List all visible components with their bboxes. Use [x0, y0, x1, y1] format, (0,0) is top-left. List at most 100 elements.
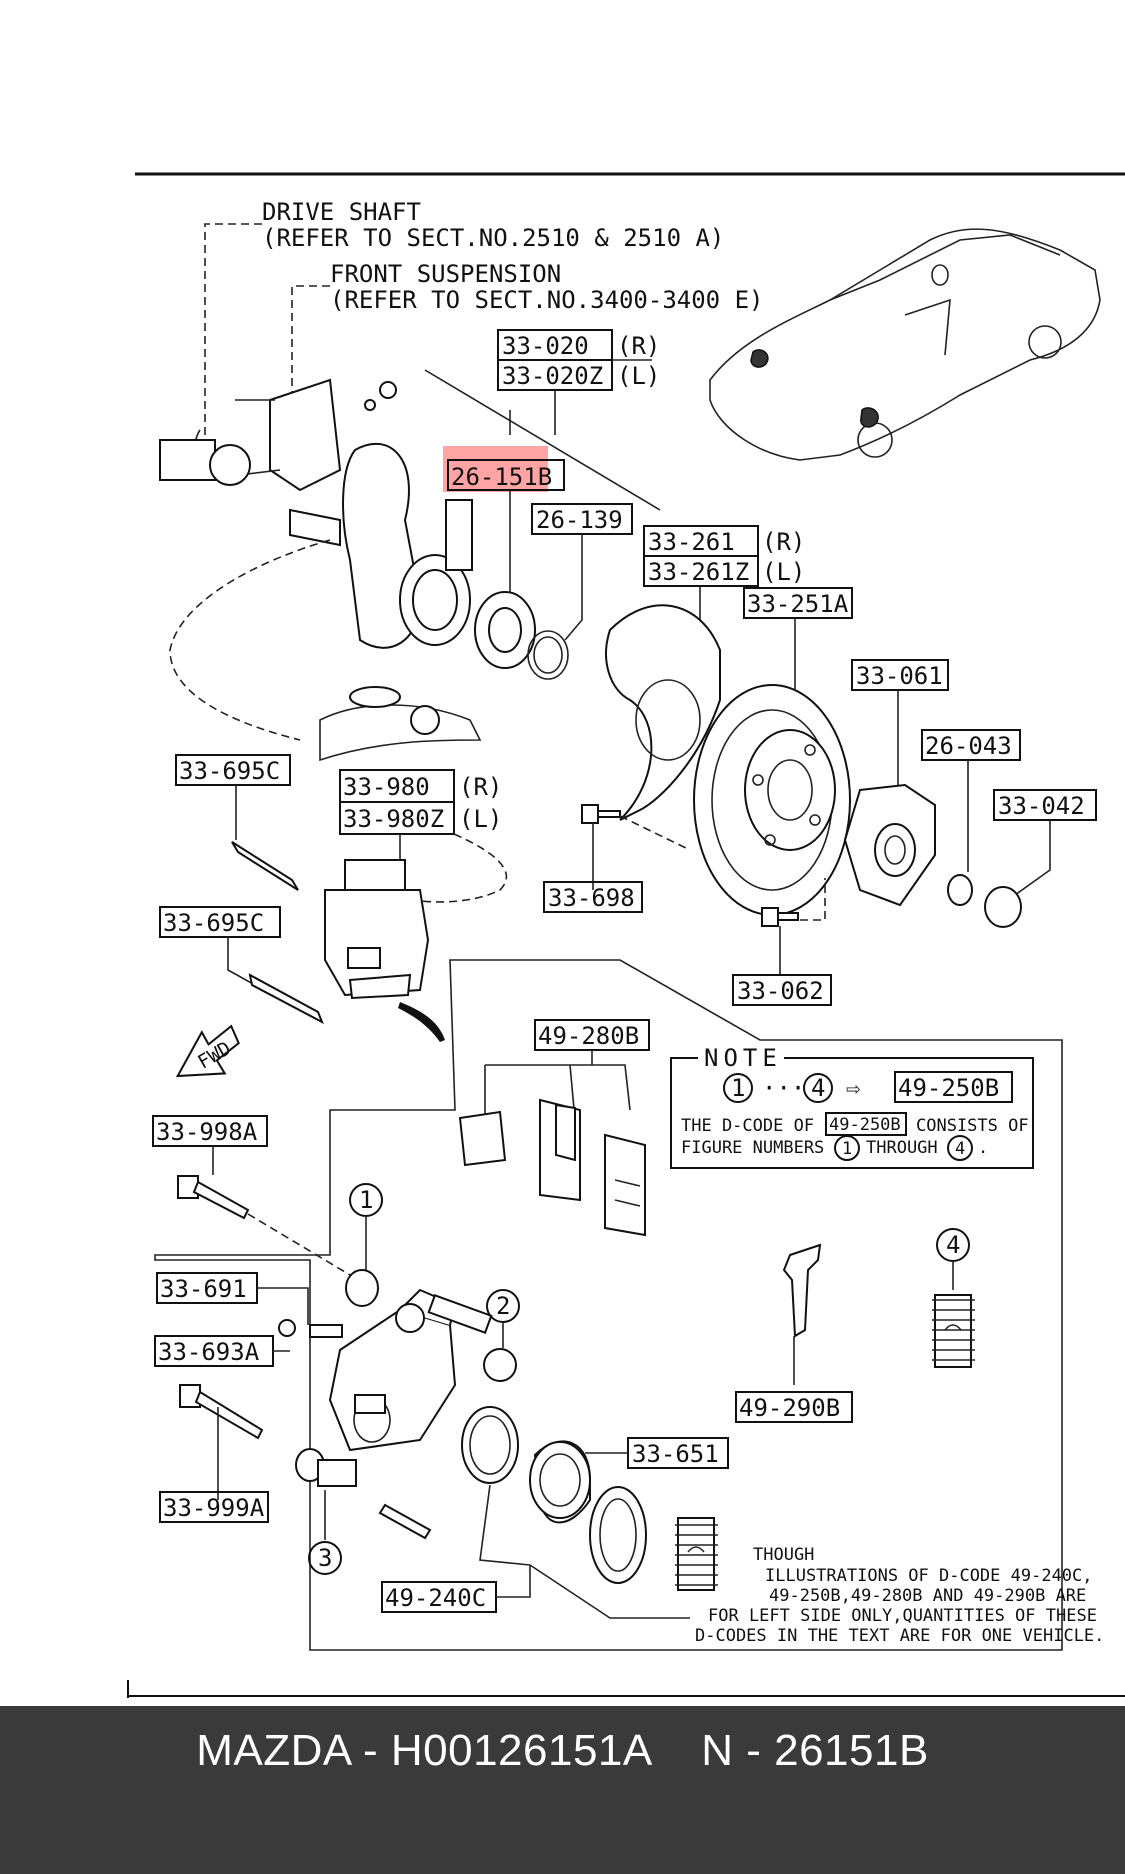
though-line3: 49-250B,49-280B AND 49-290B ARE [769, 1586, 1086, 1606]
though-note: THOUGH ILLUSTRATIONS OF D-CODE 49-240C, … [695, 1545, 1104, 1646]
sensor-wire-lower [248, 973, 324, 1025]
though-line5: D-CODES IN THE TEXT ARE FOR ONE VEHICLE. [695, 1626, 1104, 1646]
callout-box-33-698[interactable] [543, 881, 643, 913]
part-33-062: 33-062 [737, 977, 824, 1005]
callout-box-33-042[interactable] [993, 789, 1097, 821]
part-33-651: 33-651 [632, 1440, 719, 1468]
part-33-980z: 33-980Z [343, 805, 444, 833]
lower-arm [319, 686, 482, 762]
note-line1-a: THE D-CODE OF [681, 1116, 814, 1136]
footer-bar [0, 1706, 1125, 1874]
bushing-2 [483, 1348, 517, 1382]
fig-number-1: 1 [359, 1186, 373, 1214]
footer-part-number: MAZDA - H00126151A N - 26151B [196, 1726, 929, 1775]
though-line4: FOR LEFT SIDE ONLY,QUANTITIES OF THESE [708, 1606, 1097, 1626]
note-line2-end: . [978, 1138, 988, 1158]
drive-shaft-title: DRIVE SHAFT [262, 198, 421, 226]
part-33-261: 33-261 [648, 528, 735, 556]
caliper-section-boundary [154, 959, 1063, 1651]
part-33-020z: 33-020Z [502, 362, 603, 390]
guide-boot [295, 1448, 432, 1540]
part-33-695c-lower: 33-695C [163, 909, 264, 937]
brake-pads [458, 1098, 646, 1237]
part-26-139: 26-139 [536, 506, 623, 534]
note-range-dots: ··· [762, 1074, 805, 1102]
bleeder-cap [278, 1319, 296, 1337]
side-l-33-020: (L) [617, 362, 660, 390]
fig-number-4: 4 [946, 1231, 960, 1259]
part-33-061: 33-061 [856, 662, 943, 690]
part-33-695c-upper: 33-695C [179, 757, 280, 785]
part-26-043: 26-043 [925, 732, 1012, 760]
callout-box-49-290b[interactable] [735, 1391, 853, 1423]
hub-nut-33-042 [984, 886, 1022, 928]
callout-box-33-695c-upper[interactable] [175, 754, 291, 786]
fig-number-3-circle [308, 1541, 342, 1575]
callout-box-33-251a[interactable] [743, 587, 853, 619]
note-line2-a: FIGURE NUMBERS [681, 1138, 824, 1158]
dust-shield [605, 604, 721, 821]
front-suspension-ref: (REFER TO SECT.NO.3400-3400 E) [330, 286, 763, 314]
fig-number-3: 3 [318, 1544, 332, 1572]
part-33-980: 33-980 [343, 773, 430, 801]
drive-shaft-ref: (REFER TO SECT.NO.2510 & 2510 A) [262, 224, 724, 252]
side-l-33-261: (L) [762, 558, 805, 586]
wheel-hub [843, 783, 936, 907]
bolt-33-698 [581, 804, 621, 824]
part-33-698: 33-698 [548, 884, 635, 912]
knuckle-to-caliper-dash [169, 539, 331, 741]
front-suspension-leader [291, 285, 330, 395]
though-line2: ILLUSTRATIONS OF D-CODE 49-240C, [765, 1566, 1093, 1586]
part-49-290b: 49-290B [739, 1394, 840, 1422]
wheel-bearing [474, 591, 569, 680]
note-line2-fig4: 4 [955, 1139, 965, 1159]
note-line2-b: THROUGH [866, 1138, 938, 1158]
sensor-wire-upper [231, 841, 299, 891]
note-fig-1: 1 [731, 1074, 745, 1102]
piston-boot [589, 1486, 647, 1584]
detail-arrow [398, 1002, 445, 1042]
callout-box-33-999a[interactable] [159, 1491, 269, 1523]
callout-box-33-695c-lower[interactable] [159, 906, 281, 938]
fwd-arrow-icon: FWD [175, 1024, 240, 1078]
note-fig-4: 4 [811, 1074, 825, 1102]
highlight-26-151b [443, 446, 548, 492]
note-arrow: ⇨ [846, 1074, 861, 1102]
part-33-261z: 33-261Z [648, 558, 749, 586]
callout-box-33-998a[interactable] [152, 1115, 268, 1147]
callout-box-26-043[interactable] [921, 729, 1021, 761]
caliper-assembly [324, 859, 430, 1000]
part-33-042: 33-042 [998, 792, 1085, 820]
bushing-1 [345, 1269, 379, 1307]
part-49-250b-note: 49-250B [898, 1074, 999, 1102]
drive-shaft-leader [204, 223, 262, 440]
note-line2-fig1: 1 [842, 1139, 852, 1159]
front-suspension-title: FRONT SUSPENSION [330, 260, 561, 288]
caliper-body [328, 1288, 493, 1452]
part-33-693a: 33-693A [158, 1338, 260, 1366]
callout-box-33-061[interactable] [851, 659, 949, 691]
fig-number-2: 2 [496, 1292, 510, 1320]
note-box: NOTE 1 ··· 4 ⇨ 49-250B THE D-CODE OF 49-… [670, 1044, 1034, 1169]
disc-rotor [693, 684, 851, 916]
callout-box-33-062[interactable] [732, 974, 832, 1006]
part-33-999a: 33-999A [163, 1494, 265, 1522]
side-r-33-980: (R) [459, 773, 502, 801]
bleeder-screw [309, 1324, 343, 1338]
washer-26-043 [947, 874, 973, 906]
note-title: NOTE [704, 1044, 782, 1072]
side-r-33-261: (R) [762, 528, 805, 556]
part-26-151b: 26-151B [451, 463, 552, 491]
callout-box-26-151b[interactable] [447, 459, 565, 491]
part-49-280b: 49-280B [538, 1022, 639, 1050]
part-33-691: 33-691 [160, 1275, 247, 1303]
grease-pack-lower-icon [675, 1517, 718, 1591]
bolt-33-998a [177, 1175, 250, 1220]
part-33-020: 33-020 [502, 332, 589, 360]
anti-squeal-shim [782, 1243, 822, 1338]
piston-seal [461, 1406, 519, 1484]
part-33-998a: 33-998A [156, 1118, 258, 1146]
vehicle-outline [709, 228, 1101, 461]
side-r-33-020: (R) [617, 332, 660, 360]
